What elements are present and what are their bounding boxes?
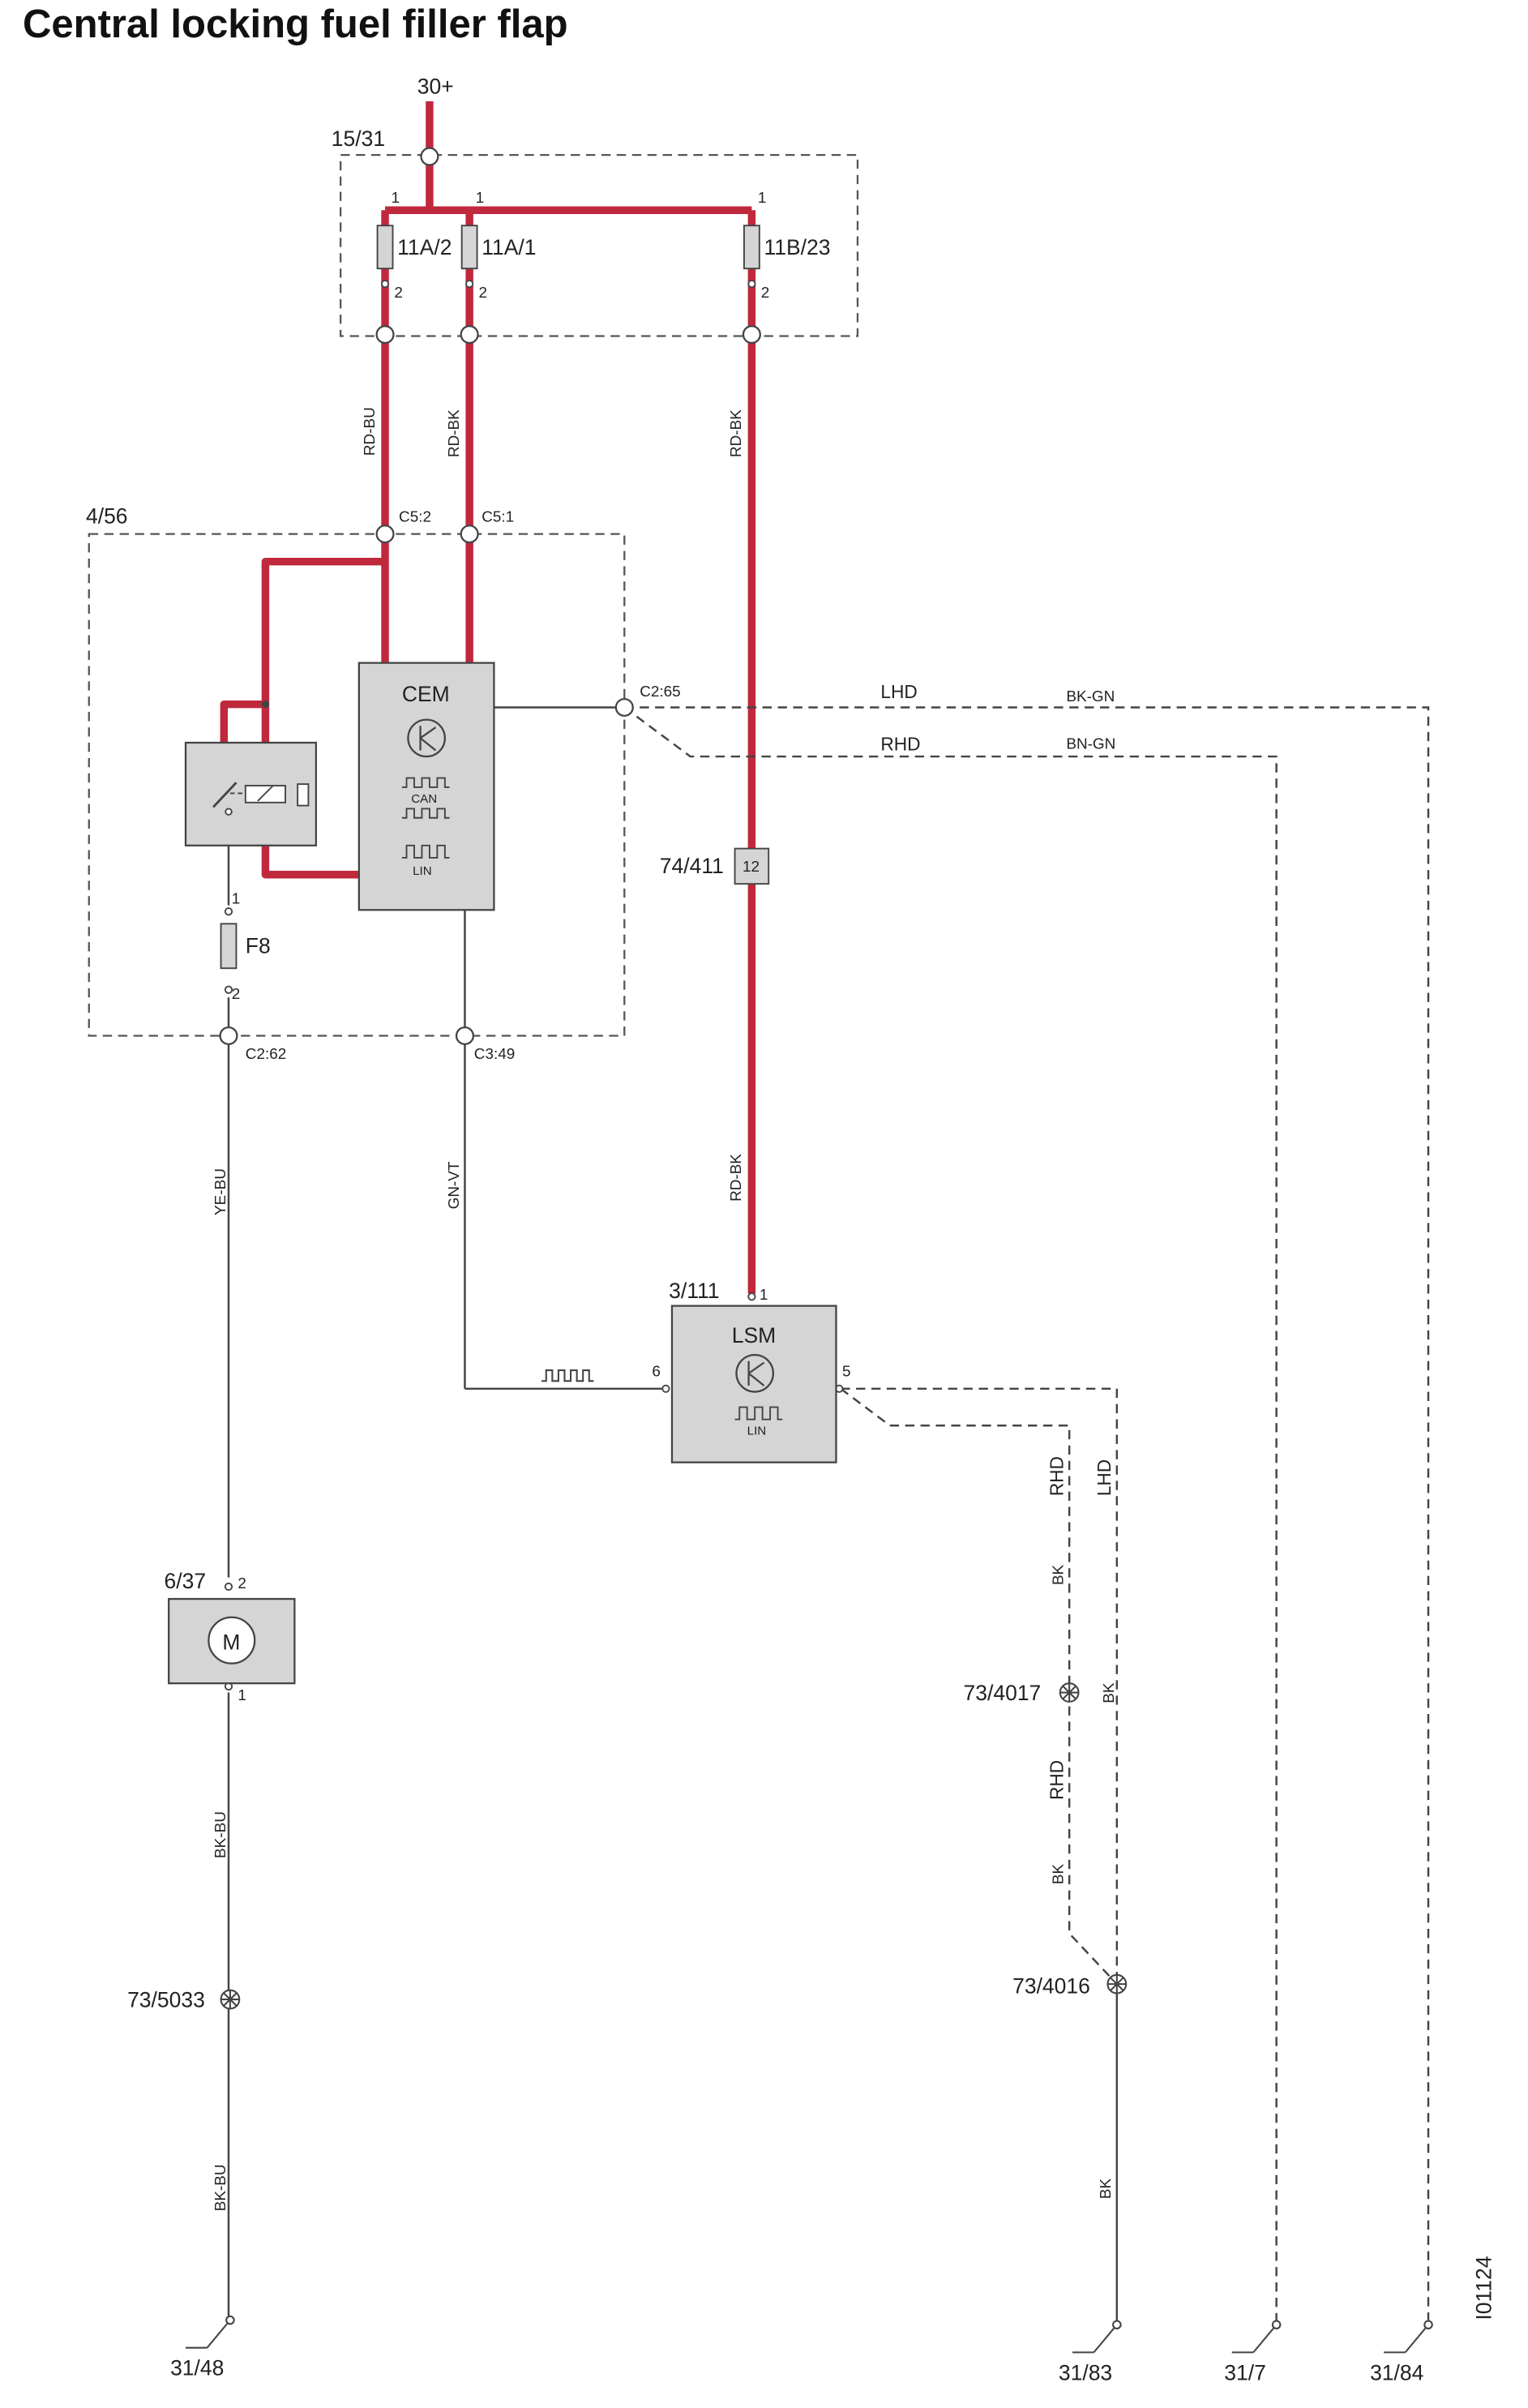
ground-icon (1231, 2320, 1282, 2354)
connector-label: C5:1 (482, 508, 514, 525)
pin-label: 2 (478, 285, 487, 302)
transistor-icon (735, 1354, 775, 1393)
lhd-label: LHD (1094, 1459, 1115, 1496)
wire-color-label: RD-BK (728, 409, 745, 457)
can-signal-icon (401, 777, 450, 819)
dashed-wires (623, 706, 1430, 2320)
ground-31-7-label: 31/7 (1224, 2360, 1266, 2384)
pin-label: 1 (232, 891, 241, 908)
splices (220, 1682, 1128, 2010)
wire-color-label: BK (1101, 1682, 1118, 1703)
transistor-icon (407, 718, 446, 758)
pin-label: 5 (842, 1364, 851, 1381)
wire-color-label: RD-BK (446, 409, 463, 457)
wire-color-label: RD-BU (362, 407, 379, 456)
wire-color-label: BK (1051, 1564, 1068, 1585)
connector-74-411-label: 74/411 (660, 854, 724, 878)
splice-73-4017-label: 73/4017 (964, 1681, 1042, 1705)
relay (184, 741, 318, 846)
pin-label: 2 (238, 1575, 246, 1592)
cem-box-label: 4/56 (86, 503, 128, 528)
fuse-label-11a2: 11A/2 (397, 235, 452, 259)
pin-label: 1 (476, 190, 485, 207)
pin-label: 12 (743, 859, 760, 876)
lin-signal-icon (401, 844, 450, 859)
fuse-f8 (220, 923, 238, 970)
signal-wires (227, 706, 1119, 2320)
wire-color-label: BK (1098, 2178, 1115, 2199)
lin-signal-icon (734, 1406, 783, 1420)
motor-label: M (222, 1630, 240, 1655)
ground-icon (1384, 2320, 1433, 2354)
cem-label: CEM (402, 682, 450, 706)
wire-color-label: GN-VT (446, 1161, 463, 1209)
cem-box-outline (88, 533, 626, 1037)
splice-73-5033-label: 73/5033 (127, 1988, 205, 2012)
ground-icon (1072, 2320, 1122, 2354)
fuse-label-11a1: 11A/1 (482, 235, 536, 259)
pin-label: 2 (232, 986, 241, 1003)
splice-73-4017-icon (1059, 1682, 1080, 1703)
lsm-label: LSM (732, 1323, 776, 1348)
pin-label: 1 (238, 1687, 246, 1704)
supply-label: 30+ (417, 74, 454, 98)
connector-label: C2:65 (640, 683, 680, 701)
wire-color-label: YE-BU (212, 1168, 229, 1215)
fuse-pin-dots (224, 280, 844, 1691)
motor-icon (208, 1616, 256, 1665)
fuses (376, 225, 760, 270)
wire-color-label: BK-GN (1066, 688, 1115, 705)
can-label: CAN (411, 792, 437, 806)
fuse-f8-label: F8 (246, 933, 271, 958)
splice-73-5033-icon (220, 1989, 241, 2010)
fuse-box-outline (340, 154, 859, 337)
fuse-box-label: 15/31 (332, 126, 385, 151)
wire-color-label: BK (1051, 1864, 1068, 1885)
rhd-label: RHD (1046, 1760, 1068, 1800)
connector-label: C3:49 (474, 1046, 515, 1063)
ground-symbols (186, 2315, 1433, 2354)
motor (168, 1597, 296, 1685)
labels: 30+ 15/31 1 1 1 11A/2 11A/1 11B/23 2 2 2… (86, 74, 1496, 2384)
pin-label: 1 (392, 190, 400, 207)
splice-73-4016-icon (1106, 1973, 1128, 1995)
ground-31-48-label: 31/48 (170, 2356, 224, 2380)
ground-31-84-label: 31/84 (1370, 2360, 1423, 2384)
ground-31-83-label: 31/83 (1059, 2360, 1112, 2384)
lsm-module (670, 1305, 837, 1463)
pin-label: 1 (758, 190, 767, 207)
connection-points (219, 147, 761, 1046)
wire-color-label: BN-GN (1066, 736, 1115, 753)
rhd-label: RHD (1046, 1456, 1068, 1496)
splice-73-4016-label: 73/4016 (1012, 1973, 1090, 1998)
wire-color-label: BK-BU (212, 2164, 229, 2211)
lin-pulse-icon (541, 1369, 594, 1382)
fuse-label-11b23: 11B/23 (764, 235, 831, 259)
pin-label: 1 (760, 1287, 768, 1304)
cem-module (357, 662, 495, 911)
connector-label: C5:2 (399, 508, 431, 525)
lin-label: LIN (413, 864, 432, 878)
lhd-label: LHD (880, 681, 917, 702)
lsm-id-label: 3/111 (669, 1279, 719, 1303)
pin-label: 2 (761, 285, 770, 302)
pin-label: 6 (652, 1364, 661, 1381)
ground-icon (186, 2315, 235, 2349)
wire-color-label: RD-BK (728, 1154, 745, 1202)
wire-color-label: BK-BU (212, 1811, 229, 1858)
pin-label: 2 (394, 285, 403, 302)
diagram-id-label: I01124 (1472, 2256, 1496, 2320)
connector-label: C2:62 (246, 1046, 286, 1063)
motor-id-label: 6/37 (165, 1569, 207, 1593)
connector-74-411 (734, 847, 770, 885)
lin-label: LIN (747, 1425, 767, 1438)
rhd-label: RHD (880, 733, 920, 754)
page-title: Central locking fuel filler flap (23, 2, 568, 46)
